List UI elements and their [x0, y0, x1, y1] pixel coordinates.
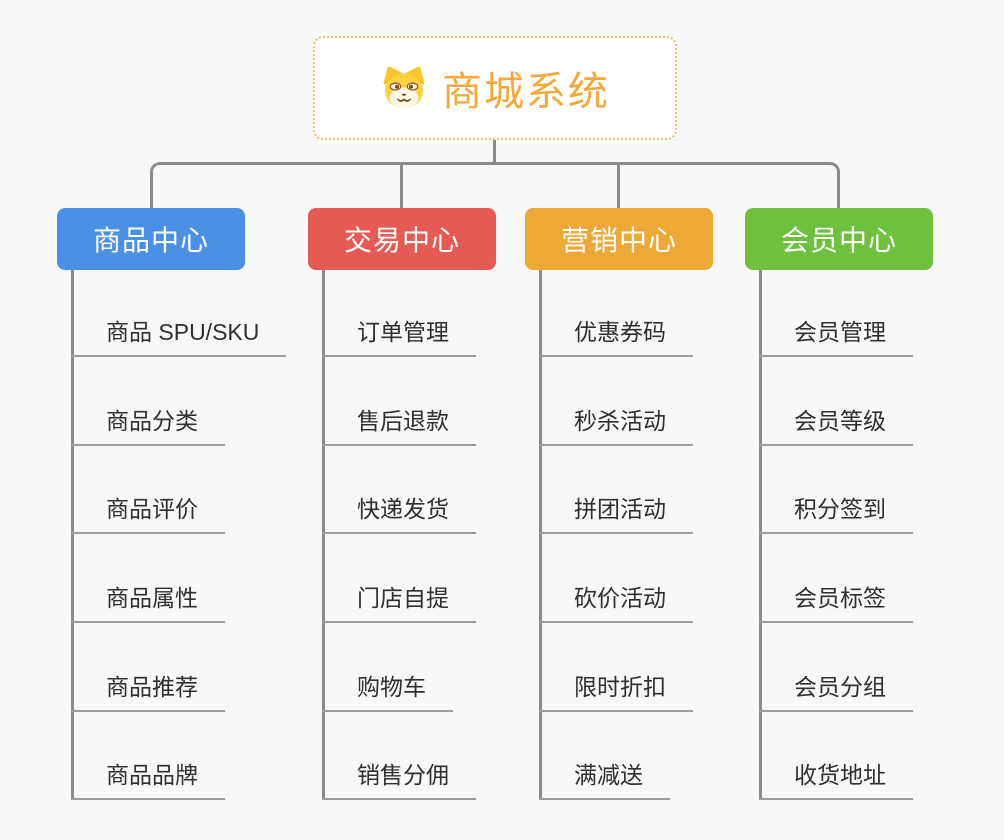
connector-drop-branch3 — [617, 164, 620, 208]
branch-column-member: 会员管理 会员等级 积分签到 会员标签 会员分组 收货地址 — [759, 270, 999, 800]
leaf-node[interactable]: 销售分佣 — [322, 760, 476, 800]
leaf-node[interactable]: 会员等级 — [759, 406, 913, 446]
shiba-dog-icon — [383, 66, 425, 109]
leaf-node[interactable]: 限时折扣 — [539, 672, 693, 712]
connector-root-stem — [493, 139, 496, 165]
branch-header-product-center[interactable]: 商品中心 — [57, 208, 245, 270]
leaf-node[interactable]: 商品分类 — [71, 406, 225, 446]
branch-header-member-center[interactable]: 会员中心 — [745, 208, 933, 270]
branch-column-trade: 订单管理 售后退款 快递发货 门店自提 购物车 销售分佣 — [322, 270, 562, 800]
leaf-node[interactable]: 商品 SPU/SKU — [71, 317, 287, 357]
root-node[interactable]: 商城系统 — [313, 36, 677, 140]
leaf-node[interactable]: 会员分组 — [759, 672, 913, 712]
leaf-node[interactable]: 拼团活动 — [539, 494, 693, 534]
branch-label: 营销中心 — [560, 225, 677, 256]
branch-column-marketing: 优惠券码 秒杀活动 拼团活动 砍价活动 限时折扣 满减送 — [539, 270, 779, 800]
connector-bus — [150, 162, 840, 208]
leaf-node[interactable]: 会员管理 — [759, 317, 913, 357]
leaf-node[interactable]: 商品推荐 — [71, 672, 225, 712]
branch-label: 交易中心 — [343, 225, 460, 256]
leaf-node[interactable]: 购物车 — [322, 672, 453, 712]
leaf-node[interactable]: 门店自提 — [322, 583, 476, 623]
leaf-node[interactable]: 优惠券码 — [539, 317, 693, 357]
leaf-node[interactable]: 商品属性 — [71, 583, 225, 623]
leaf-node[interactable]: 快递发货 — [322, 494, 476, 534]
leaf-node[interactable]: 商品品牌 — [71, 760, 225, 800]
leaf-node[interactable]: 订单管理 — [322, 317, 476, 357]
connector-drop-branch2 — [400, 164, 403, 208]
branch-label: 商品中心 — [92, 225, 209, 256]
leaf-node[interactable]: 会员标签 — [759, 583, 913, 623]
branch-label: 会员中心 — [780, 225, 897, 256]
leaf-node[interactable]: 砍价活动 — [539, 583, 693, 623]
root-title: 商城系统 — [442, 70, 610, 114]
branch-header-marketing-center[interactable]: 营销中心 — [525, 208, 713, 270]
leaf-node[interactable]: 秒杀活动 — [539, 406, 693, 446]
leaf-node[interactable]: 商品评价 — [71, 494, 225, 534]
leaf-node[interactable]: 售后退款 — [322, 406, 476, 446]
leaf-node[interactable]: 收货地址 — [759, 760, 913, 800]
leaf-node[interactable]: 满减送 — [539, 760, 670, 800]
branch-header-trade-center[interactable]: 交易中心 — [308, 208, 496, 270]
branch-column-product: 商品 SPU/SKU 商品分类 商品评价 商品属性 商品推荐 商品品牌 — [71, 270, 311, 800]
leaf-node[interactable]: 积分签到 — [759, 494, 913, 534]
